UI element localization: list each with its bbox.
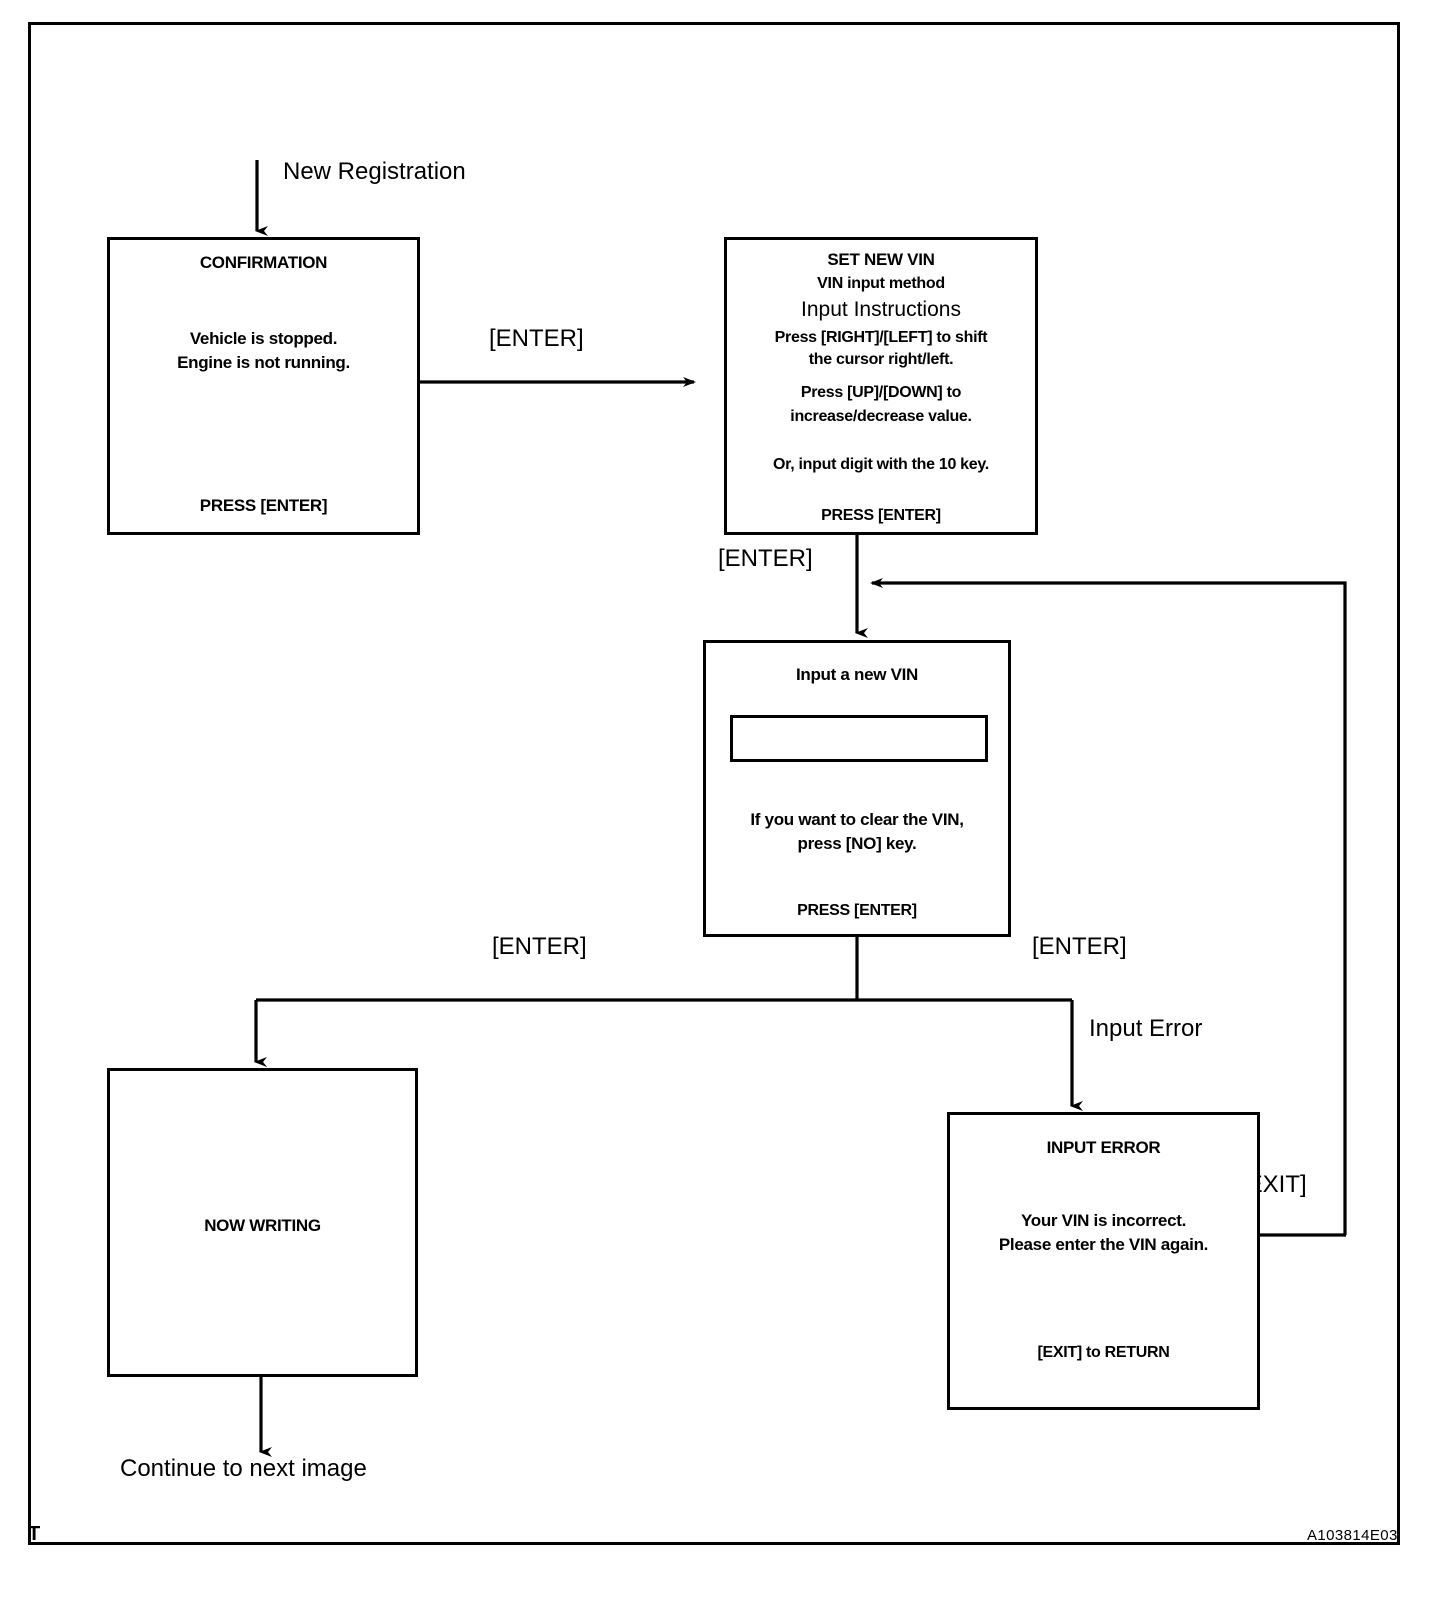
input-error-line-2: Please enter the VIN again. [998,1235,1209,1254]
confirmation-title: CONFIRMATION [199,253,328,272]
vin-input-field[interactable] [730,715,988,762]
edge-label-input-error-branch: Input Error [1089,1015,1203,1042]
screen-box-now-writing[interactable]: NOW WRITING [107,1068,418,1377]
confirmation-footer: PRESS [ENTER] [199,496,328,515]
now-writing-title: NOW WRITING [204,1216,321,1235]
screen-box-set-new-vin[interactable]: SET NEW VIN VIN input method Input Instr… [724,237,1038,535]
screen-box-input-error[interactable]: INPUT ERROR Your VIN is incorrect. Pleas… [947,1112,1260,1410]
edge-label-input-to-error: [ENTER] [1032,933,1127,960]
edge-label-setvin-to-input: [ENTER] [718,545,813,572]
figure-code: A103814E03 [1307,1527,1398,1544]
input-new-vin-line-1: If you want to clear the VIN, [750,810,964,829]
entry-label: New Registration [283,158,466,185]
confirmation-line-1: Vehicle is stopped. [189,329,338,348]
set-new-vin-line-5: Or, input digit with the 10 key. [773,456,989,473]
exit-label: Continue to next image [120,1455,367,1482]
input-error-line-1: Your VIN is incorrect. [1020,1211,1187,1230]
input-new-vin-line-2: press [NO] key. [797,834,917,853]
input-error-title: INPUT ERROR [1046,1138,1161,1157]
set-new-vin-title: SET NEW VIN [827,250,935,269]
input-new-vin-footer: PRESS [ENTER] [797,902,917,919]
set-new-vin-subtitle: VIN input method [817,275,945,292]
set-new-vin-line-3: Press [UP]/[DOWN] to [800,384,962,401]
set-new-vin-line-1: Press [RIGHT]/[LEFT] to shift [774,329,988,346]
corner-mark-t: T [28,1523,41,1545]
input-new-vin-title: Input a new VIN [795,665,919,684]
edge-label-confirm-to-setvin: [ENTER] [489,325,584,352]
confirmation-line-2: Engine is not running. [177,353,350,372]
edge-label-input-to-writing: [ENTER] [492,933,587,960]
page-border [28,22,1400,1545]
screen-box-input-new-vin[interactable]: Input a new VIN If you want to clear the… [703,640,1011,937]
set-new-vin-heading: Input Instructions [801,298,961,321]
set-new-vin-line-4: increase/decrease value. [790,408,972,425]
set-new-vin-footer: PRESS [ENTER] [821,507,941,524]
screen-box-confirmation[interactable]: CONFIRMATION Vehicle is stopped. Engine … [107,237,420,535]
set-new-vin-line-2: the cursor right/left. [808,351,954,368]
input-error-footer: [EXIT] to RETURN [1037,1344,1170,1361]
